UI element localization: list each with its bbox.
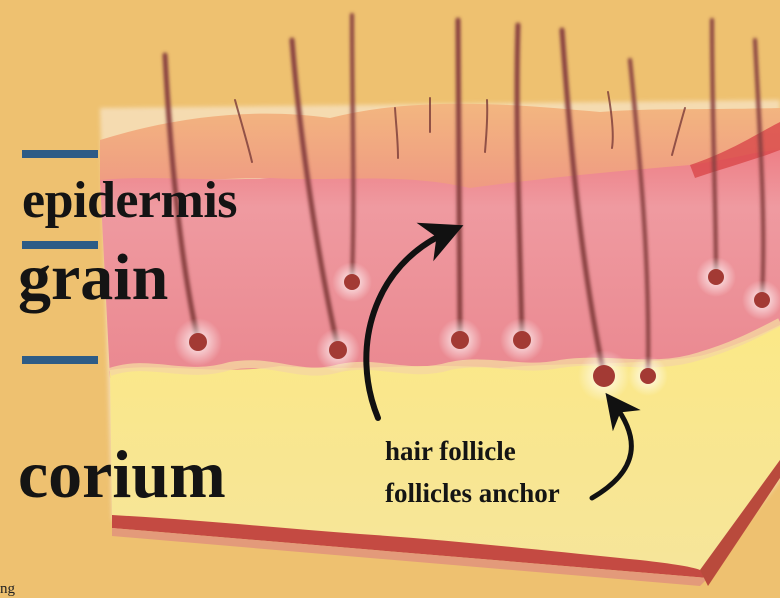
label-follicles-anchor: follicles anchor <box>385 480 560 507</box>
label-epidermis: epidermis <box>22 175 237 227</box>
label-corium: corium <box>18 440 226 508</box>
divider-dash <box>22 356 98 364</box>
label-hair-follicle: hair follicle <box>385 438 516 465</box>
corner-text-fragment: ng <box>0 581 15 598</box>
divider-dash <box>22 150 98 158</box>
label-grain: grain <box>18 245 168 311</box>
